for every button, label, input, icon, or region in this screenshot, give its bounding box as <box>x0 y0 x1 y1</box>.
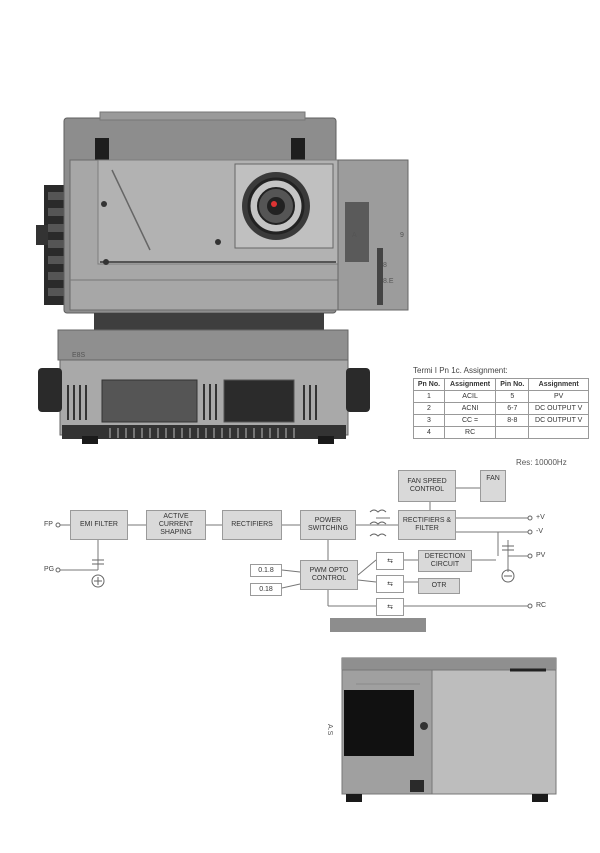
revision-label: Res: 10000Hz <box>516 458 567 467</box>
table-cell: ACIL <box>443 390 497 403</box>
table-cell: 6-7 <box>495 402 530 415</box>
table-header-row: Pn No. Assignment Pin No. Assignment <box>413 378 589 391</box>
output-label: -V <box>536 528 543 535</box>
pwm-control-block: PWM OPTO CONTROL <box>300 560 358 590</box>
table-cell: 5 <box>495 390 530 403</box>
table-cell <box>528 426 589 439</box>
table-cell: 2 <box>413 402 445 415</box>
otr-block: OTR <box>418 578 460 594</box>
block-diagram-wiring <box>55 487 533 609</box>
divider-bar <box>330 618 426 632</box>
table-cell: CC = <box>443 414 497 427</box>
table-cell: PV <box>528 390 589 403</box>
col-header: Pn No. <box>413 378 445 391</box>
table-cell: DC OUTPUT V <box>528 402 589 415</box>
table-cell: 8-8 <box>495 414 530 427</box>
table-cell: DC OUTPUT V <box>528 414 589 427</box>
fan-block: FAN <box>480 470 506 502</box>
rectifiers-block: RECTIFIERS <box>222 510 282 540</box>
table-row: 2 ACNI 6-7 DC OUTPUT V <box>413 402 589 415</box>
output-label: RC <box>536 602 547 609</box>
ground-icon <box>91 559 105 588</box>
power-supply-enclosure <box>341 657 557 802</box>
side-label-c: 9 <box>400 232 404 239</box>
fan-speed-control-block: FAN SPEED CONTROL <box>398 470 456 502</box>
pin-table-title: Termi I Pn 1c. Assignment: <box>413 366 508 375</box>
side-label-d: 8.E <box>383 278 394 285</box>
col-header: Assignment <box>443 378 497 391</box>
side-label-a: A <box>352 232 357 239</box>
table-cell: 1 <box>413 390 445 403</box>
side-box: 0.18 <box>250 583 282 596</box>
table-cell: 3 <box>413 414 445 427</box>
transformer-icon <box>369 509 387 537</box>
table-cell: 4 <box>413 426 445 439</box>
table-row: 3 CC = 8-8 DC OUTPUT V <box>413 414 589 427</box>
optocoupler-icon: ⇆ <box>376 552 404 570</box>
emi-filter-block: EMI FILTER <box>70 510 128 540</box>
fan-icon <box>234 163 334 249</box>
col-header: Assignment <box>528 378 589 391</box>
rectifiers-filter-block: RECTIFIERS & FILTER <box>398 510 456 540</box>
table-row: 4 RC <box>413 426 589 439</box>
input-label: PG <box>44 566 55 573</box>
side-box: 0.1.8 <box>250 564 282 577</box>
ground-icon <box>501 545 515 583</box>
pin-assignment-table: Pn No. Assignment Pin No. Assignment 1 A… <box>413 378 589 439</box>
output-label: PV <box>536 552 546 559</box>
optocoupler-icon: ⇆ <box>376 575 404 593</box>
table-cell <box>495 426 530 439</box>
optocoupler-icon: ⇆ <box>376 598 404 616</box>
side-label-b: 8 <box>383 262 387 269</box>
power-switching-block: POWER SWITCHING <box>300 510 356 540</box>
input-label: FP <box>44 521 53 528</box>
table-cell: RC <box>443 426 497 439</box>
detection-circuit-block: DETECTION CIRCUIT <box>418 550 472 572</box>
col-header: Pin No. <box>495 378 530 391</box>
active-current-block: ACTIVE CURRENT SHAPING <box>146 510 206 540</box>
front-label: E8S <box>72 352 86 359</box>
table-row: 1 ACIL 5 PV <box>413 390 589 403</box>
table-cell: ACNI <box>443 402 497 415</box>
enclosure-side-label: A.S <box>326 724 333 736</box>
power-supply-front-view <box>36 111 409 444</box>
output-label: +V <box>536 514 545 521</box>
